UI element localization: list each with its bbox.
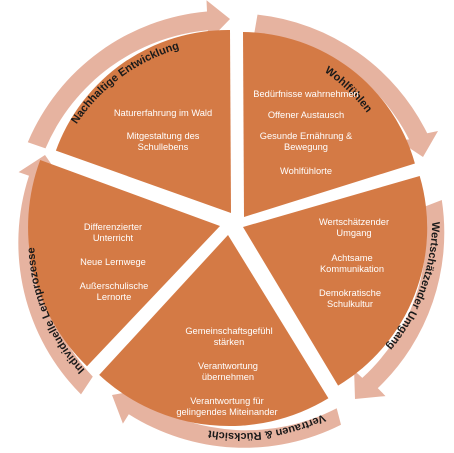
segment-wertschaetzender-umgang	[243, 176, 428, 386]
segment-vertrauen-ruecksicht	[99, 235, 329, 427]
item-ernaehrung-bewegung: Gesunde Ernährung & Bewegung	[259, 131, 353, 152]
segment-wohlfuehlen	[243, 32, 415, 217]
segments	[28, 29, 428, 427]
arrow-wohlfuehlen	[254, 14, 438, 157]
item-verantwortung-uebernehmen: Verantwortung übernehmen	[198, 361, 258, 382]
item-beduerfnisse: Bedürfnisse wahrnehmen	[253, 89, 359, 99]
arrow-vertrauen-ruecksicht	[112, 389, 341, 448]
item-naturerfahrung: Naturerfahrung im Wald	[113, 108, 213, 118]
item-differenzierter-unterricht: Differenzierter Unterricht	[83, 222, 143, 243]
item-verantwortung-miteinander: Verantwortung für gelingendes Miteinande…	[176, 396, 278, 417]
item-offener-austausch: Offener Austausch	[267, 110, 345, 120]
item-achtsame-kommunikation: Achtsame Kommunikation	[319, 253, 385, 274]
item-ausserschulische-lernorte: Außerschulische Lernorte	[79, 281, 149, 302]
item-demokratische-schulkultur: Demokratische Schulkultur	[318, 288, 381, 309]
arrow-wertschaetzender-umgang	[354, 200, 445, 399]
item-wohlfuehlorte: Wohlfühlorte	[279, 166, 333, 176]
segment-nachhaltige-entwicklung	[55, 29, 232, 214]
item-neue-lernwege: Neue Lernwege	[80, 257, 146, 267]
segment-individuelle-lernprozesse	[28, 160, 220, 367]
item-gemeinschaftsgefuehl: Gemeinschaftsgefühl stärken	[185, 326, 273, 347]
arrow-nachhaltige-entwicklung	[27, 0, 230, 149]
item-mitgestaltung: Mitgestaltung des Schullebens	[126, 131, 200, 152]
item-wertschaetzender-umgang: Wertschätzender Umgang	[318, 217, 390, 238]
